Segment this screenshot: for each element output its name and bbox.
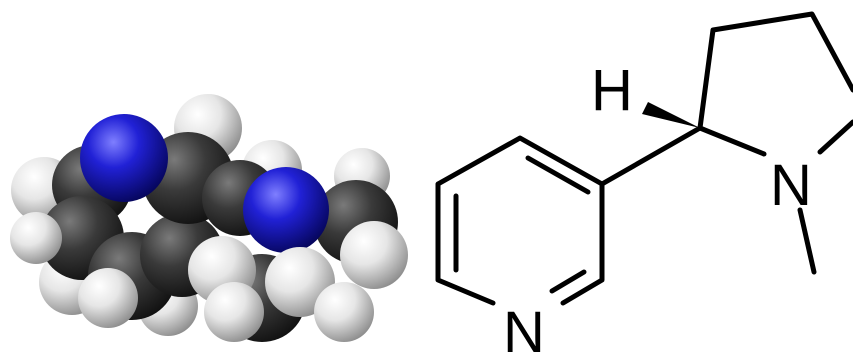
hydrogen-atom [78, 268, 138, 328]
n-methyl-bond [797, 207, 817, 275]
hydrogen-atom [10, 212, 62, 264]
hydrogen-atom [204, 282, 264, 342]
ring-link-bond [599, 125, 703, 187]
hydrogen-atom [314, 282, 374, 342]
nitrogen-atom [243, 167, 329, 253]
wedge-bond [642, 102, 700, 128]
pyridine-double-bond [549, 269, 587, 294]
nitrogen-atom [80, 114, 168, 202]
pyridine-nitrogen-label: N [503, 300, 545, 363]
pyridine-double-bond [525, 155, 591, 195]
pyrrolidine-nitrogen-label: N [770, 153, 812, 218]
space-filling-model [10, 94, 408, 342]
hydrogen-atom [340, 221, 408, 289]
pyrrolidine-ring-bonds [697, 11, 853, 157]
hydrogen-label: H [591, 58, 633, 123]
structural-formula: H N N [435, 11, 853, 363]
